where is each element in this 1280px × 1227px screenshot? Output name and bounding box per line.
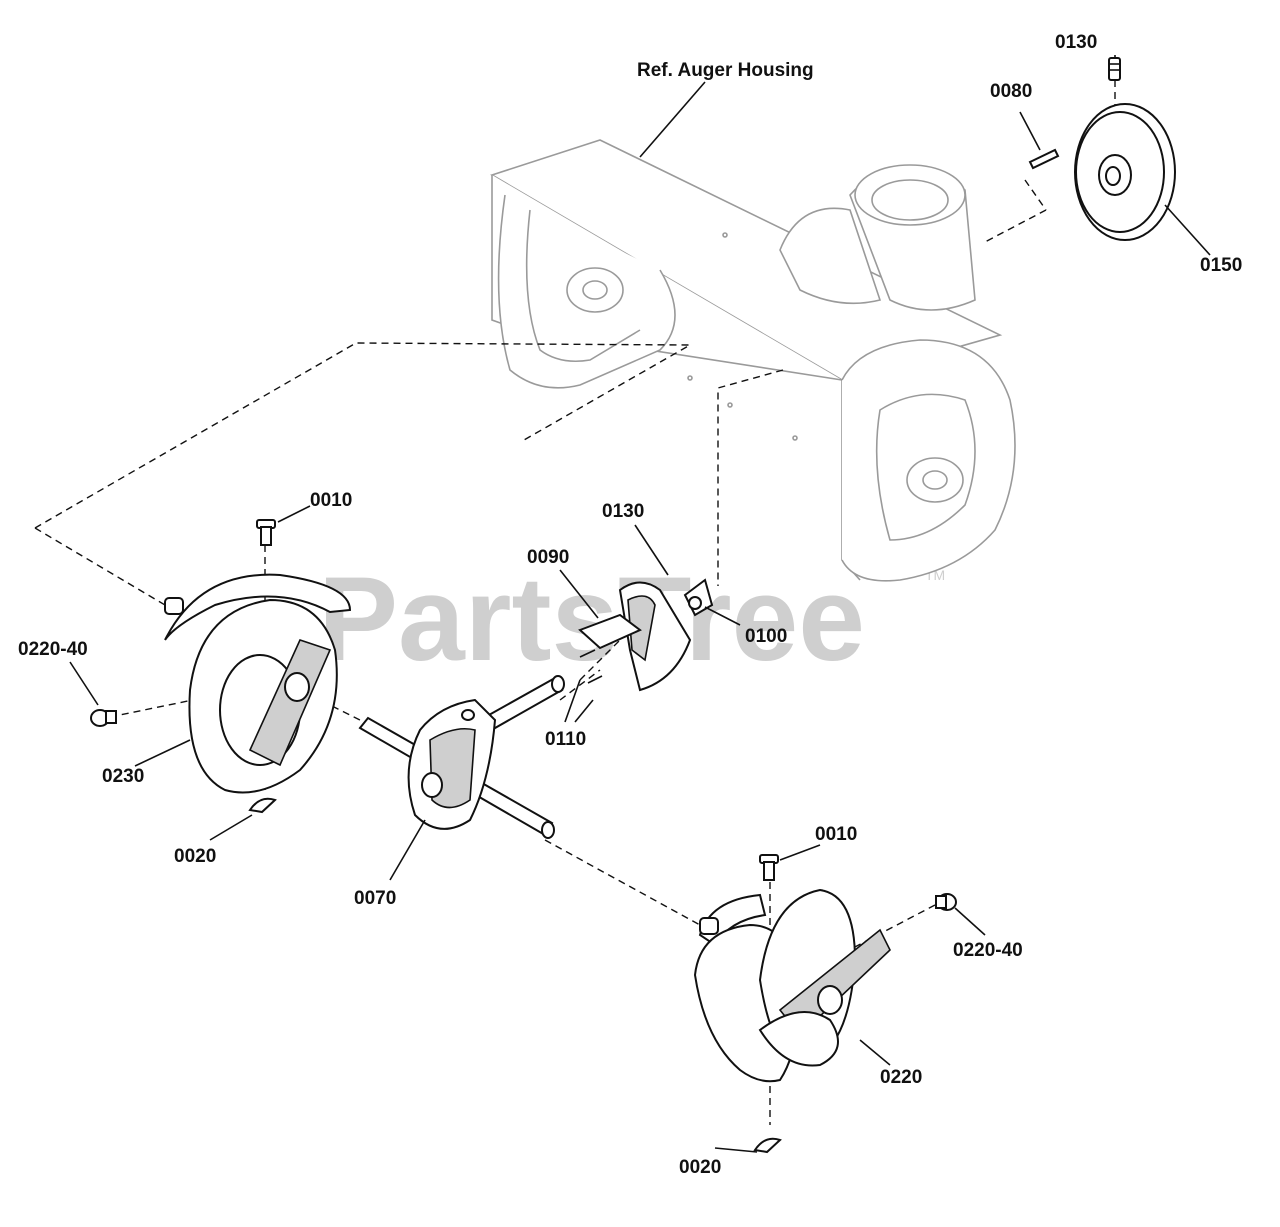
key-0080 — [1028, 148, 1060, 170]
label-ref-auger-housing: Ref. Auger Housing — [637, 60, 814, 81]
shear-bolt-0010-left — [256, 519, 276, 546]
grease-fitting-0220-40-right — [935, 893, 957, 911]
label-0010-left: 0010 — [310, 490, 352, 511]
flange-0100 — [683, 578, 714, 617]
leader-lines — [69, 55, 1211, 1153]
label-0220-40-left: 0220-40 — [18, 639, 88, 660]
shear-bolt-0010-right — [759, 854, 779, 881]
label-0090: 0090 — [527, 547, 569, 568]
label-0220: 0220 — [880, 1067, 922, 1088]
label-0010-right: 0010 — [815, 824, 857, 845]
gearbox-shaft-0070 — [358, 675, 565, 839]
label-0080: 0080 — [990, 81, 1032, 102]
label-0130-mid: 0130 — [602, 501, 644, 522]
bearing-housing-0090 — [578, 581, 692, 692]
label-0220-40-right: 0220-40 — [953, 940, 1023, 961]
set-screw-0130-top — [1108, 57, 1121, 81]
auger-0230 — [164, 573, 352, 794]
label-0020-left: 0020 — [174, 846, 216, 867]
auger-0220 — [693, 888, 891, 1083]
bow-tie-pin-0020-right — [753, 1137, 782, 1154]
label-0020-right: 0020 — [679, 1157, 721, 1178]
auger-housing — [490, 139, 1016, 582]
label-0130-top: 0130 — [1055, 32, 1097, 53]
label-0110: 0110 — [545, 729, 586, 750]
grease-fitting-0220-40-left — [90, 709, 117, 727]
bolts-0110 — [579, 649, 603, 684]
label-0100: 0100 — [745, 626, 787, 647]
bow-tie-pin-0020-left — [248, 797, 277, 814]
label-0230: 0230 — [102, 766, 144, 787]
label-0070: 0070 — [354, 888, 396, 909]
pulley-0150 — [1074, 103, 1176, 241]
label-0150: 0150 — [1200, 255, 1242, 276]
watermark-brand: PartsTree — [318, 552, 865, 686]
